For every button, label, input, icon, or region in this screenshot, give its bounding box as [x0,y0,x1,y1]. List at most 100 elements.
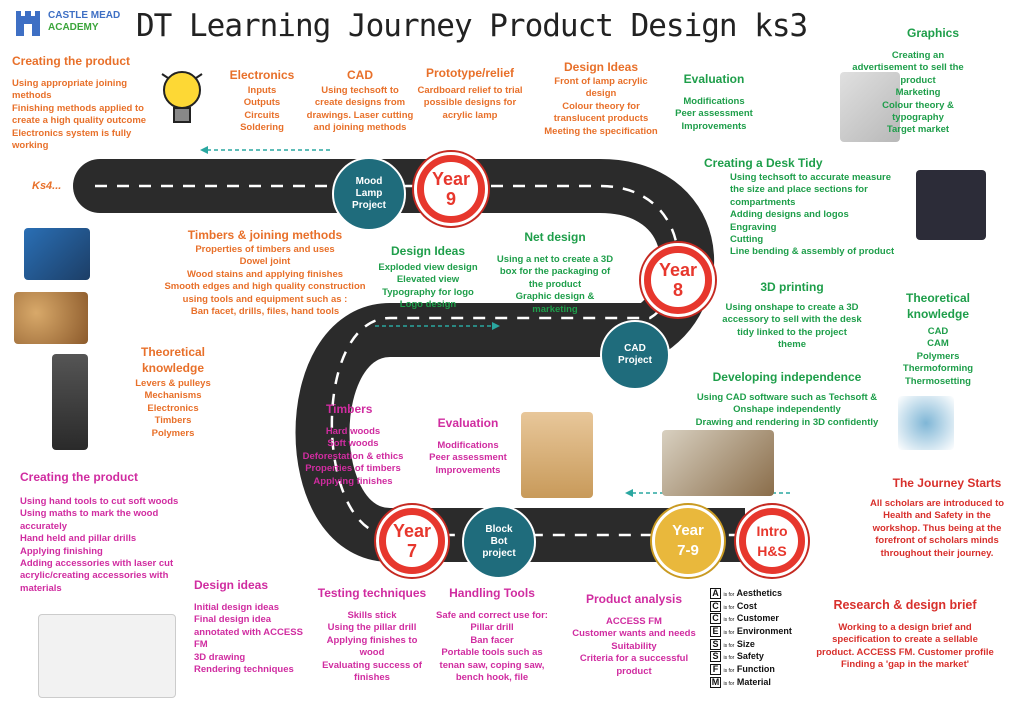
access-is-for: is for [723,617,735,624]
line: annotated with ACCESS [194,626,303,638]
line: typography [892,112,944,124]
section-title: Research & design brief [833,598,977,612]
access-is-for: is for [723,630,735,637]
mood-lamp-project-badge: Mood Lamp Project [332,157,406,231]
access-fm-item: E is for Environment [710,626,810,639]
creating-product-bottom: Creating the product Using hand tools to… [20,470,178,595]
circuit-board-image [24,228,90,280]
line: accurately [20,520,68,532]
line: acrylic/creating accessories with [20,570,169,582]
line: Polymers [151,427,195,439]
timbers-joining-section: Timbers & joining methods Properties of … [150,228,380,318]
access-word: Function [736,664,775,675]
access-letter: M [710,676,721,688]
section-title: 3D printing [760,280,824,294]
line: Finding a 'gap in the market' [840,659,970,671]
line: Using techsoft to [321,85,399,96]
line: Using hand tools to cut soft woods [20,496,179,507]
journey-starts-section: The Journey Starts All scholars are intr… [858,476,1016,560]
section-title: Theoretical knowledge [905,291,971,321]
section-title: Design ideas [194,578,269,592]
line: Cutting [730,234,764,246]
line: Elevated view [396,274,460,286]
line: Wood stains and applying finishes [186,268,344,280]
line: wood [359,647,385,659]
line: Ban facet, drills, files, hand tools [190,306,340,318]
line: CAD [927,326,949,337]
access-letter: A [710,588,721,599]
access-fm-item: C is for Customer [710,613,810,626]
line: Timbers [154,415,192,427]
line: throughout their journey. [880,547,994,559]
section-title: Timbers & joining methods [187,228,343,242]
access-is-for: is for [723,592,735,598]
line: Target market [886,124,950,136]
access-is-for: is for [723,604,735,611]
line: translucent products [553,113,649,125]
line: Initial design ideas [194,602,279,613]
section-title: Graphics [906,26,960,40]
line: forefront of scholars minds [875,535,999,547]
line: Front of lamp acrylic [554,76,648,87]
access-letter: S [710,651,721,663]
marketing-team-image [840,72,900,142]
3d-printing-section: 3D printing Using onshape to create a 3D… [720,280,864,352]
access-letter: C [710,613,721,625]
line: product. ACCESS FM. Customer profile [816,646,994,658]
year-7-badge: Year 7 [376,505,448,577]
line: Line bending & assembly of product [730,246,895,258]
prototype-section: Prototype/relief Cardboard relief to tri… [412,66,528,122]
design-ideas-y7-section: Design ideas Initial design ideas Final … [194,578,303,676]
line: Mechanisms [144,390,202,402]
section-title: Creating the product [20,470,139,484]
cad-project-badge: CAD Project [600,320,670,390]
line: compartments [730,196,796,208]
access-word: Size [736,638,755,649]
logo-line-1: CASTLE MEAD [48,10,121,21]
line: Final design idea [194,614,272,626]
year-7-9-badge: Year 7-9 [652,505,724,577]
academy-logo-text: CASTLE MEAD ACADEMY [48,10,120,34]
line: Modifications [437,440,499,451]
app-logo-image [916,170,986,240]
creating-product-top: Creating the product Using appropriate j… [12,54,146,152]
access-letter: S [710,638,721,650]
line: Skills stick [347,610,397,621]
section-title: Design Ideas [563,60,639,74]
line: create a high quality outcome [12,115,147,127]
line: Typography for logo [382,286,474,298]
section-title: Creating a Desk Tidy [704,156,823,170]
line: Pillar drill [470,622,514,634]
access-is-for: is for [723,680,735,687]
access-letter: F [710,664,721,676]
line: Working to a design brief and [838,622,972,633]
line: possible designs for [423,97,517,109]
section-title: Timbers [326,402,373,416]
section-title: Product analysis [585,592,683,606]
section-title: Handling Tools [449,586,535,600]
line: Drawing and rendering in 3D confidently [695,416,879,428]
section-title: Evaluation [683,72,745,86]
line: Applying finishes to [326,634,418,646]
year-7-9-label: Year 7-9 [672,522,704,559]
year-7-label: Year 7 [392,521,432,561]
line: Logo design [399,299,457,311]
section-title: Theoretical knowledge [140,345,206,375]
research-brief-section: Research & design brief Working to a des… [800,598,1010,672]
graphics-section: Graphics Creating an advertisement to se… [852,26,976,137]
access-fm-item: A is for Aesthetics [710,588,810,601]
line: Dowel joint [239,256,291,268]
line: the size and place sections for [730,184,868,196]
line: Deforestation & ethics [302,450,404,462]
block-bot-project-badge: Block Bot project [462,505,536,579]
line: theme [778,339,806,351]
section-title: The Journey Starts [892,476,1002,490]
line: Adding designs and logos [730,209,849,221]
testing-section: Testing techniques Skills stick Using th… [304,586,440,684]
timber-logs-image [14,292,88,344]
access-letter: C [710,600,721,612]
section-title: Creating the product [12,54,131,68]
section-title: Design Ideas [390,244,466,258]
line: create designs from [314,97,406,109]
timbers-section: Timbers Hard woods Soft woods Deforestat… [294,402,412,488]
